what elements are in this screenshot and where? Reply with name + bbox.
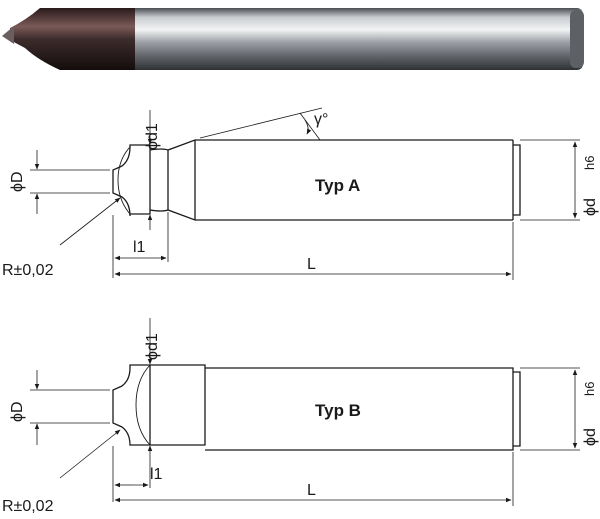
- type-b-r-label: R±0,02: [2, 498, 54, 515]
- type-b-title: Typ B: [315, 401, 361, 420]
- type-a-phid-label: ϕd: [582, 198, 599, 216]
- type-b-drawing: ϕD ϕd1 ϕd h6 Typ B R±0,02 l1 L: [2, 318, 599, 515]
- type-a-angle-line: [199, 107, 323, 139]
- type-a-angle-ref: [299, 112, 321, 141]
- type-b-radius-arc: [135, 364, 151, 446]
- type-a-h6-label: h6: [582, 156, 597, 170]
- type-b-r-leader: [59, 429, 121, 479]
- type-a-gamma-label: γ°: [314, 111, 328, 128]
- type-b-phiD-label: ϕD: [9, 401, 26, 422]
- type-a-radius-arc: [117, 146, 131, 215]
- type-a-l1-label: l1: [133, 239, 146, 256]
- type-b-phid1-label: ϕd1: [144, 333, 161, 360]
- type-a-L-label: L: [307, 256, 316, 273]
- tool-shank: [128, 8, 583, 70]
- tool-tip: [2, 26, 14, 44]
- type-a-phid1-label: ϕd1: [144, 123, 161, 150]
- type-a-drawing: γ° ϕD ϕd1 ϕd h6 Typ A R±0,02 l1 L: [2, 107, 599, 280]
- tool-photo: [2, 8, 584, 70]
- type-b-h6-label: h6: [582, 382, 597, 396]
- tool-head: [10, 8, 135, 70]
- type-b-outline: [112, 364, 521, 451]
- type-a-phiD-label: ϕD: [9, 171, 26, 192]
- type-a-title: Typ A: [315, 176, 360, 195]
- type-a-angle-arc: [304, 119, 312, 135]
- type-b-L-label: L: [307, 482, 316, 499]
- type-a-outline: [112, 139, 521, 221]
- type-a-r-label: R±0,02: [2, 262, 54, 279]
- tool-shank-end: [570, 10, 584, 68]
- type-b-phid-label: ϕd: [582, 428, 599, 446]
- type-b-l1-label: l1: [150, 466, 163, 483]
- type-a-r-leader: [59, 197, 121, 246]
